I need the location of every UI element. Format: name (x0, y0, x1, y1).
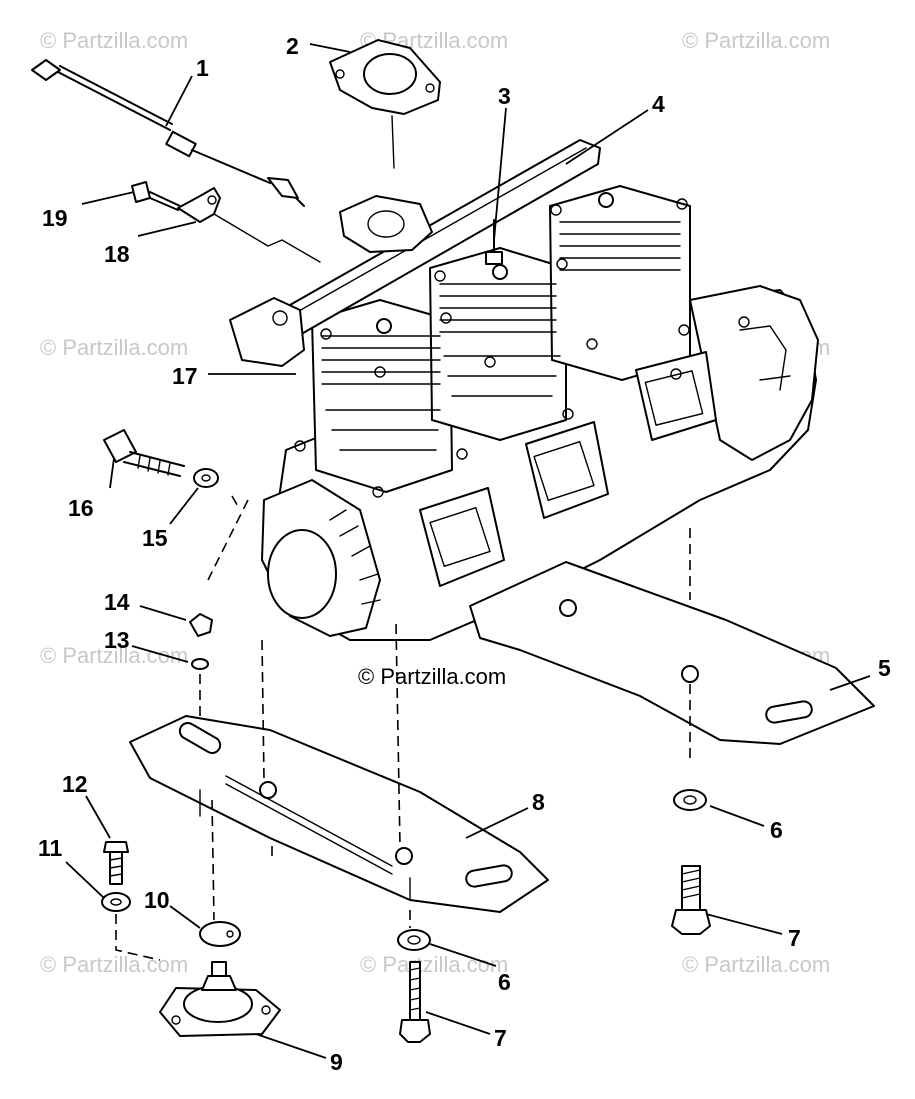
callout-16: 16 (68, 495, 94, 521)
part-14-nut[interactable] (189, 613, 213, 637)
callout-11: 11 (38, 835, 63, 861)
callout-18: 18 (104, 241, 130, 267)
watermark: © Partzilla.com (360, 952, 508, 977)
callout-8: 8 (532, 789, 545, 815)
part-6-washer-center[interactable] (397, 929, 431, 951)
watermark: © Partzilla.com (682, 28, 830, 53)
part-7-bolt-right[interactable] (671, 865, 711, 935)
part-1-cable[interactable] (31, 59, 305, 207)
callout-17: 17 (172, 363, 198, 389)
watermark-center: © Partzilla.com (358, 664, 506, 689)
part-5-mount-plate[interactable] (469, 528, 875, 760)
callout-6: 6 (498, 969, 511, 995)
callout-6: 6 (770, 817, 783, 843)
part-12-bolt[interactable] (103, 841, 129, 885)
callout-7: 7 (494, 1025, 507, 1051)
part-2-flange[interactable] (329, 39, 441, 169)
part-8-mount-plate[interactable] (129, 623, 549, 928)
callout-9: 9 (330, 1049, 343, 1075)
part-10-washer[interactable] (199, 921, 241, 947)
callout-1: 1 (196, 55, 209, 81)
watermark: © Partzilla.com (40, 335, 188, 360)
callout-13: 13 (104, 627, 130, 653)
callout-7: 7 (788, 925, 801, 951)
part-9-rubber-mount[interactable] (159, 961, 281, 1037)
callout-5: 5 (878, 655, 891, 681)
callout-15: 15 (142, 525, 168, 551)
part-16-bolt[interactable] (103, 429, 185, 477)
callout-numbers: 1 2 3 4 5 6 7 8 9 10 11 12 13 14 15 16 1… (38, 33, 891, 1075)
part-6-washer-right[interactable] (673, 789, 707, 811)
engine-block[interactable] (229, 139, 819, 641)
callout-10: 10 (144, 887, 170, 913)
leader-lines (65, 43, 871, 1059)
callout-4: 4 (652, 91, 665, 117)
part-15-washer[interactable] (193, 468, 249, 581)
callout-19: 19 (42, 205, 68, 231)
watermark: © Partzilla.com (682, 952, 830, 977)
watermark: © Partzilla.com (40, 28, 188, 53)
callout-2: 2 (286, 33, 299, 59)
part-7-bolt-center[interactable] (399, 961, 431, 1043)
callout-3: 3 (498, 83, 511, 109)
part-19-bolt[interactable] (131, 181, 181, 211)
callout-12: 12 (62, 771, 88, 797)
part-18-terminal[interactable] (177, 187, 321, 263)
part-11-washer[interactable] (101, 892, 161, 961)
watermark: © Partzilla.com (40, 952, 188, 977)
callout-14: 14 (104, 589, 130, 615)
